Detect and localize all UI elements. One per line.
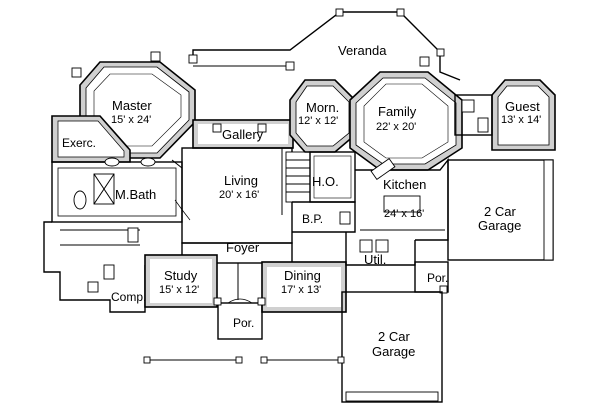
toilet-fixture — [127, 227, 139, 243]
guest-suite — [454, 79, 556, 151]
garage-bottom-label-2: Garage — [372, 344, 415, 359]
dining-dims: 17' x 13' — [281, 284, 321, 296]
column-marker — [213, 297, 222, 306]
exercise-room — [51, 115, 131, 163]
column-marker — [150, 51, 161, 62]
marker — [337, 356, 345, 364]
sink-fixture — [140, 157, 156, 167]
sink-fixture — [477, 117, 489, 133]
exerc-label: Exerc. — [62, 136, 96, 150]
garage-right-label-1: 2 Car — [484, 204, 516, 219]
home-office — [309, 151, 356, 203]
ho-label: H.O. — [312, 174, 339, 189]
dining-label: Dining — [284, 268, 321, 283]
mbath-label: M.Bath — [115, 187, 156, 202]
toilet-fixture — [339, 211, 351, 225]
front-porch — [213, 297, 266, 340]
marker — [143, 356, 151, 364]
island-counter — [370, 157, 396, 181]
column-marker — [87, 281, 99, 293]
right-garage — [447, 159, 554, 261]
column-marker — [419, 56, 430, 67]
column-marker — [436, 48, 445, 57]
master-label: Master — [112, 98, 152, 113]
island-counter — [383, 195, 421, 213]
garage-right-label-2: Garage — [478, 218, 521, 233]
lower-left-wing — [43, 221, 146, 313]
morn-label: Morn. — [306, 100, 339, 115]
util-label: Util. — [364, 252, 386, 267]
family-room — [349, 56, 463, 171]
column-marker — [335, 8, 344, 17]
garage-door — [345, 391, 439, 402]
column-marker — [188, 54, 198, 64]
marker — [235, 356, 243, 364]
family-label: Family — [378, 104, 417, 119]
column-marker — [285, 61, 295, 71]
guest-label: Guest — [505, 99, 540, 114]
washer — [359, 239, 373, 253]
garage-bottom-label-1: 2 Car — [378, 329, 410, 344]
veranda-label: Veranda — [338, 43, 387, 58]
study — [144, 254, 218, 308]
sink-fixture — [104, 157, 120, 167]
bottom-garage — [341, 291, 443, 403]
dining — [261, 261, 347, 313]
veranda-area — [188, 8, 461, 81]
column-marker — [257, 297, 266, 306]
kitchen-label: Kitchen — [383, 177, 426, 192]
family-dims: 22' x 20' — [376, 121, 416, 133]
toilet-fixture — [461, 99, 475, 113]
master-bath — [51, 157, 183, 223]
toilet-fixture — [103, 264, 115, 280]
dryer — [375, 239, 389, 253]
foyer-label: Foyer — [226, 240, 260, 255]
guest-dims: 13' x 14' — [501, 114, 541, 126]
por-front-label: Por. — [233, 316, 254, 330]
master-dims: 15' x 24' — [111, 114, 151, 126]
column-marker — [396, 8, 405, 17]
column-marker — [71, 67, 82, 78]
gallery — [192, 119, 294, 149]
bp-label: B.P. — [302, 212, 323, 226]
utility-room — [345, 232, 416, 266]
morn-dims: 12' x 12' — [298, 115, 338, 127]
driveway-markers — [143, 356, 345, 364]
garage-door — [543, 159, 554, 261]
column-marker — [257, 123, 267, 133]
marker — [260, 356, 268, 364]
gallery-label: Gallery — [222, 127, 264, 142]
study-label: Study — [164, 268, 198, 283]
por-right-label: Por. — [427, 271, 448, 285]
kitchen-dims: 24' x 16' — [384, 208, 424, 220]
study-dims: 15' x 12' — [159, 284, 199, 296]
comp-label: Comp. — [111, 290, 146, 304]
column-marker — [439, 285, 448, 294]
kitchen — [355, 157, 449, 241]
living-dims: 20' x 16' — [219, 189, 259, 201]
column-marker — [212, 123, 222, 133]
foyer — [181, 242, 293, 300]
butlers-pantry — [292, 201, 356, 233]
sink-fixture — [73, 190, 87, 210]
living-label: Living — [224, 173, 258, 188]
